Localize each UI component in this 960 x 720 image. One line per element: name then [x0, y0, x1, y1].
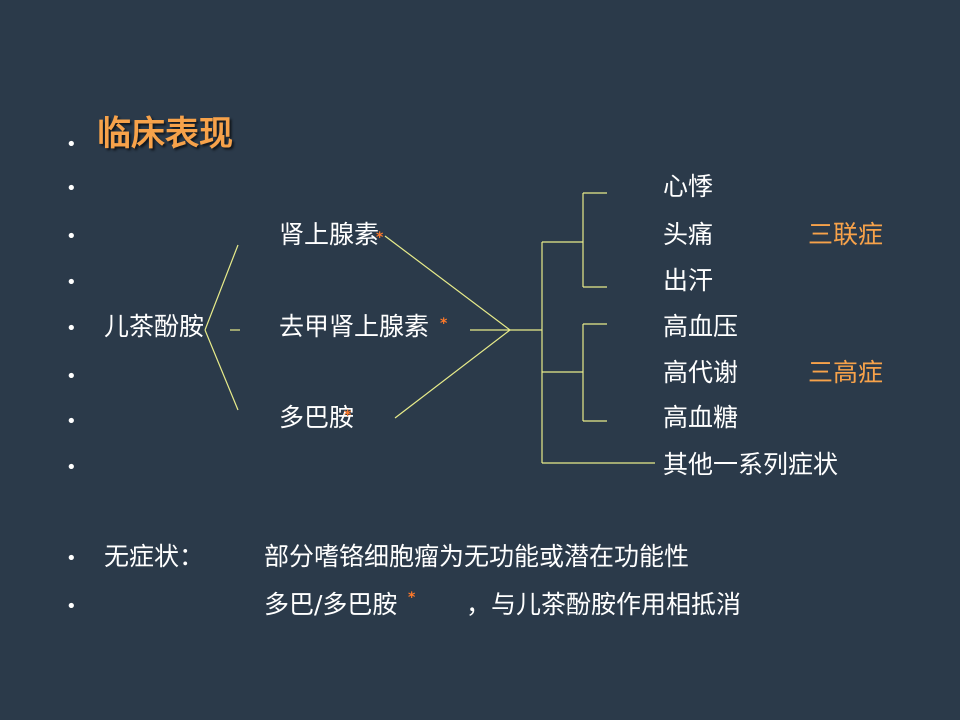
- bullet: •: [66, 411, 77, 432]
- annotation-mark: ⁎: [440, 312, 448, 328]
- slide-title: 临床表现: [97, 114, 233, 154]
- connector-line: [204, 244, 239, 331]
- bullet: •: [66, 134, 77, 155]
- hormone-norepinephrine: 去甲肾上腺素: [279, 312, 430, 341]
- asymptomatic-line2-a: 多巴/多巴胺: [264, 590, 398, 619]
- asymptomatic-line2-b: ，与儿茶酚胺作用相抵消: [466, 590, 742, 619]
- connector-line: [204, 329, 239, 411]
- symptom-other: 其他一系列症状: [663, 450, 839, 479]
- asymptomatic-label: 无症状：: [104, 542, 205, 571]
- annotation-mark: ⁎: [376, 226, 384, 242]
- annotation-mark: ⁎: [344, 404, 352, 420]
- hormone-epinephrine: 肾上腺素: [279, 220, 380, 249]
- asymptomatic-line1: 部分嗜铬细胞瘤为无功能或潜在功能性: [264, 542, 690, 571]
- connector-line: [394, 329, 511, 419]
- symptom-hypertension: 高血压: [663, 312, 739, 341]
- symptom-sweating: 出汗: [663, 266, 714, 295]
- symptom-hyperglycemia: 高血糖: [663, 403, 739, 432]
- bullet: •: [66, 548, 77, 569]
- triad-label: 三联症: [808, 220, 884, 249]
- bullet: •: [66, 596, 77, 617]
- symptom-palpitation: 心悸: [663, 172, 714, 201]
- symptom-hypermetabolism: 高代谢: [663, 358, 739, 387]
- three-high-label: 三高症: [808, 358, 884, 387]
- annotation-mark: ⁎: [408, 586, 416, 602]
- bullet: •: [66, 272, 77, 293]
- bullet: •: [66, 366, 77, 387]
- bullet: •: [66, 318, 77, 339]
- bullet: •: [66, 178, 77, 199]
- hormone-dopamine: 多巴胺: [279, 403, 355, 432]
- bullet: •: [66, 226, 77, 247]
- connector-line: [384, 235, 511, 331]
- bullet: •: [66, 457, 77, 478]
- symptom-headache: 头痛: [663, 220, 714, 249]
- catecholamine-label: 儿茶酚胺: [104, 312, 205, 341]
